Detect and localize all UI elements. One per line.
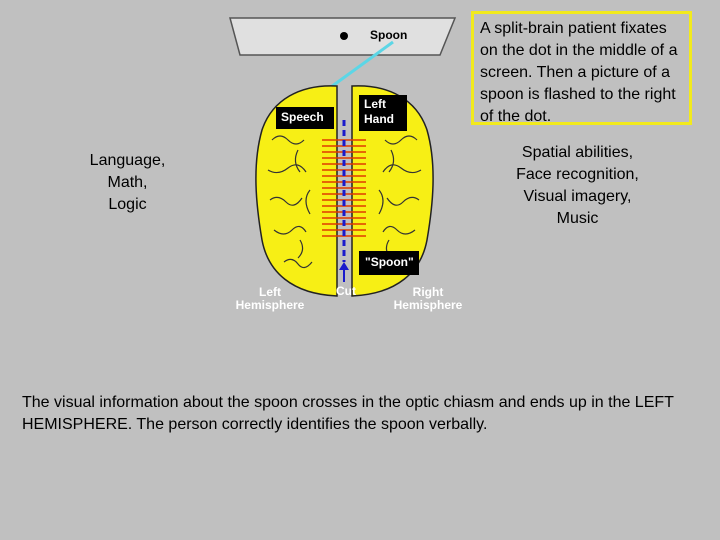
- right-function-3: Visual imagery,: [523, 188, 632, 205]
- fixation-dot: [340, 32, 348, 40]
- left-hemisphere-label: Left Hemisphere: [228, 286, 312, 312]
- cut-label: Cut: [336, 284, 356, 298]
- left-hand-line-2: Hand: [364, 112, 394, 126]
- right-function-1: Spatial abilities,: [521, 144, 634, 161]
- left-hemisphere-line-1: Left: [259, 285, 281, 299]
- explanation-text: The visual information about the spoon c…: [22, 394, 674, 433]
- left-functions: Language, Math, Logic: [60, 150, 195, 216]
- left-hemisphere-line-2: Hemisphere: [235, 298, 305, 312]
- left-hand-line-1: Left: [364, 97, 386, 111]
- left-function-2: Math,: [107, 174, 148, 191]
- right-functions: Spatial abilities, Face recognition, Vis…: [495, 142, 660, 230]
- right-hemisphere-line-2: Hemisphere: [393, 298, 463, 312]
- callout-box: A split-brain patient fixates on the dot…: [471, 11, 692, 125]
- screen-spoon-label: Spoon: [370, 28, 408, 42]
- left-hemisphere-shape: [255, 85, 338, 297]
- right-hemisphere-label: Right Hemisphere: [386, 286, 470, 312]
- cut-arrowhead: [339, 262, 349, 270]
- right-function-2: Face recognition,: [516, 166, 639, 183]
- right-function-4: Music: [556, 210, 599, 227]
- left-function-3: Logic: [108, 196, 147, 213]
- left-function-1: Language,: [89, 152, 166, 169]
- right-hemisphere-line-1: Right: [412, 285, 444, 299]
- speech-tag: Speech: [276, 107, 334, 129]
- spoken-spoon-tag: "Spoon": [359, 251, 419, 275]
- visual-pathway-line: [323, 40, 394, 94]
- left-hand-tag: Left Hand: [359, 95, 407, 131]
